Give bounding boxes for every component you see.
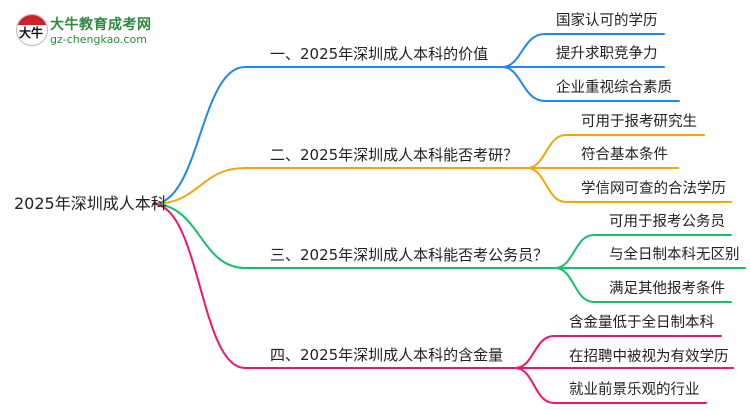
leaf-node: 可用于报考公务员	[609, 214, 725, 230]
branch-1-connectors	[152, 33, 680, 205]
branch-3-connectors	[152, 203, 746, 303]
branch-node-2: 二、2025年深圳成人本科能否考研？	[270, 146, 519, 164]
logo-site-url: gz-chengkao.com	[50, 33, 147, 46]
leaf-node: 就业前景乐观的行业	[569, 382, 700, 398]
root-node: 2025年深圳成人本科	[14, 194, 167, 213]
logo-badge-icon: 大牛	[16, 14, 48, 46]
logo-badge-text: 大牛	[19, 26, 44, 40]
branch-node-4: 四、2025年深圳成人本科的含金量	[270, 346, 504, 364]
branch-node-1: 一、2025年深圳成人本科的价值	[270, 45, 489, 63]
branch-4-connectors	[152, 203, 734, 404]
leaf-node: 可用于报考研究生	[581, 114, 697, 130]
site-logo: 大牛 大牛教育成考网 gz-chengkao.com	[16, 12, 166, 54]
leaf-node: 满足其他报考条件	[609, 281, 725, 297]
leaf-node: 学信网可查的合法学历	[581, 181, 726, 197]
branch-node-3: 三、2025年深圳成人本科能否考公务员？	[270, 246, 549, 264]
leaf-node: 符合基本条件	[581, 147, 668, 163]
leaf-node: 在招聘中被视为有效学历	[569, 349, 729, 365]
leaf-node: 含金量低于全日制本科	[569, 315, 714, 331]
leaf-node: 与全日制本科无区别	[609, 247, 740, 263]
leaf-node: 国家认可的学历	[556, 13, 658, 29]
branch-2-connectors	[152, 134, 732, 205]
leaf-node: 企业重视综合素质	[556, 80, 672, 96]
logo-site-name: 大牛教育成考网	[50, 17, 152, 33]
leaf-node: 提升求职竞争力	[556, 46, 658, 62]
